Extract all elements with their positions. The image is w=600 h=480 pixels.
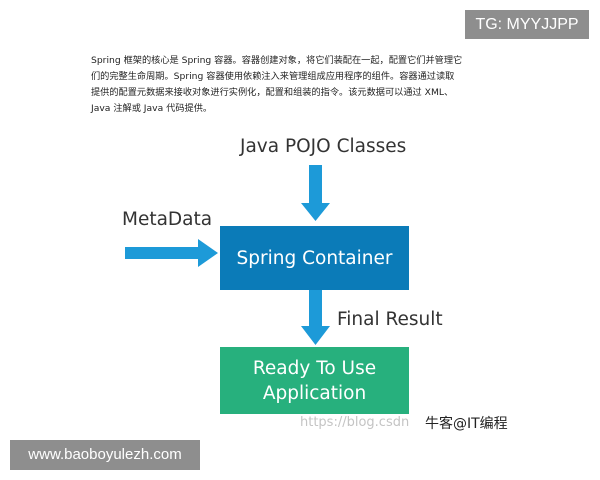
- intro-line: Spring 框架的核心是 Spring 容器。容器创建对象，将它们装配在一起，…: [91, 55, 463, 66]
- intro-line: Java 注解或 Java 代码提供。: [91, 103, 213, 114]
- java-pojo-classes-label: Java POJO Classes: [240, 136, 407, 157]
- csdn-url-watermark: https://blog.csdn: [300, 415, 410, 430]
- ready-to-use-application-box: Ready To Use Application: [220, 347, 409, 414]
- nowcoder-brand-watermark: 牛客@IT编程: [425, 416, 508, 432]
- metadata-label: MetaData: [122, 209, 213, 230]
- spring-container-box: Spring Container: [220, 226, 409, 290]
- arrow-down-result: [301, 290, 330, 345]
- arrow-right-metadata: [125, 239, 218, 267]
- website-watermark-badge: www.baoboyulezh.com: [10, 440, 200, 470]
- application-label-line2: Application: [262, 382, 367, 404]
- intro-line: 们的完整生命周期。Spring 容器使用依赖注入来管理组成应用程序的组件。容器通…: [91, 71, 455, 82]
- spring-container-label: Spring Container: [236, 247, 393, 269]
- final-result-label: Final Result: [337, 309, 443, 330]
- intro-paragraph: Spring 框架的核心是 Spring 容器。容器创建对象，将它们装配在一起，…: [91, 53, 521, 117]
- arrow-down-top: [301, 165, 330, 221]
- application-label-line1: Ready To Use: [252, 357, 377, 379]
- intro-line: 提供的配置元数据来接收对象进行实例化，配置和组装的指令。该元数据可以通过 XML…: [91, 87, 454, 98]
- telegram-watermark-badge: TG: MYYJJPP: [465, 10, 589, 39]
